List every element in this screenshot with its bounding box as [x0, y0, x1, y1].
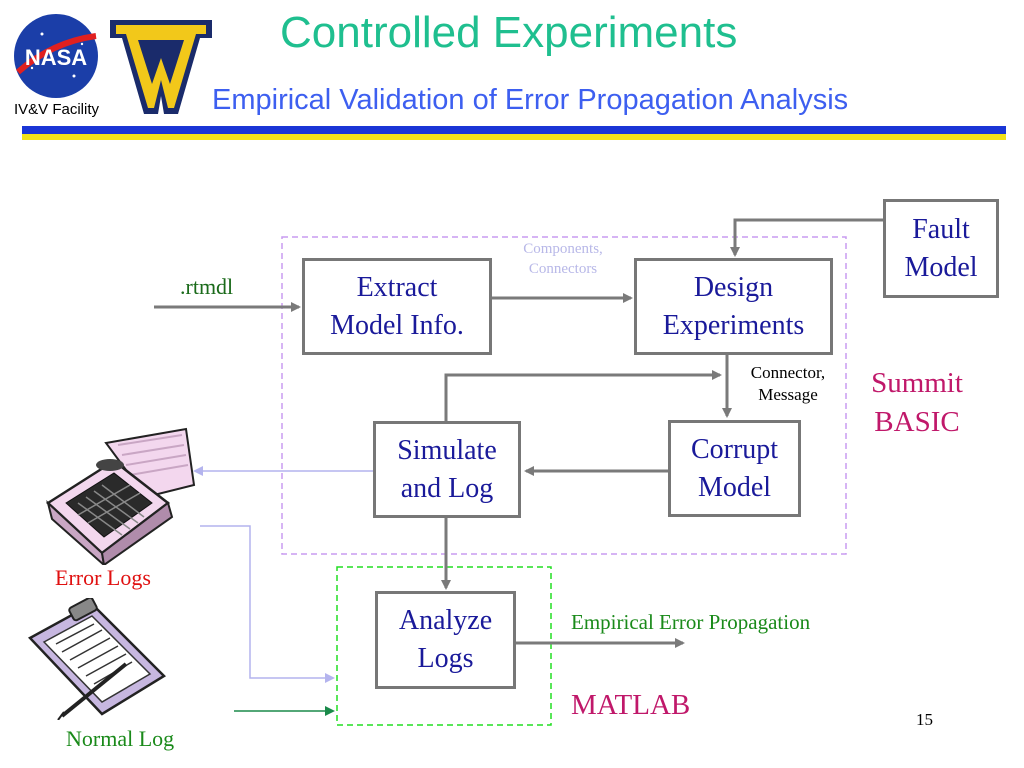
connector-message-label: Connector,Message — [750, 363, 826, 405]
matlab-region — [336, 566, 552, 726]
components-connectors-label: Components,Connectors — [523, 241, 603, 277]
rtmdl-label: .rtmdl — [180, 274, 234, 299]
arrow-error-logs-to-analyze — [200, 525, 335, 683]
normal-log-label: Normal Log — [66, 726, 175, 751]
svg-text:NASA: NASA — [25, 45, 87, 70]
summit-basic-region — [281, 236, 847, 555]
facility-label: IV&V Facility — [14, 101, 100, 118]
empirical-error-propagation-label: Empirical Error Propagation — [571, 610, 811, 634]
header-rule-yellow — [22, 134, 1006, 140]
page-number: 15 — [916, 710, 933, 729]
nasa-logo: NASA — [12, 12, 100, 100]
error-logs-label: Error Logs — [55, 565, 151, 590]
arrow-simulate-to-design — [444, 370, 722, 421]
arrow-fault-to-design — [730, 218, 883, 257]
slide-title: Controlled Experiments — [280, 8, 738, 57]
header-rule-blue — [22, 126, 1006, 134]
slide-subtitle: Empirical Validation of Error Propagatio… — [212, 84, 849, 116]
clipboard-icon — [22, 596, 172, 721]
matlab-label: MATLAB — [571, 689, 691, 721]
calculator-icon — [36, 425, 196, 568]
wv-logo — [108, 18, 214, 116]
